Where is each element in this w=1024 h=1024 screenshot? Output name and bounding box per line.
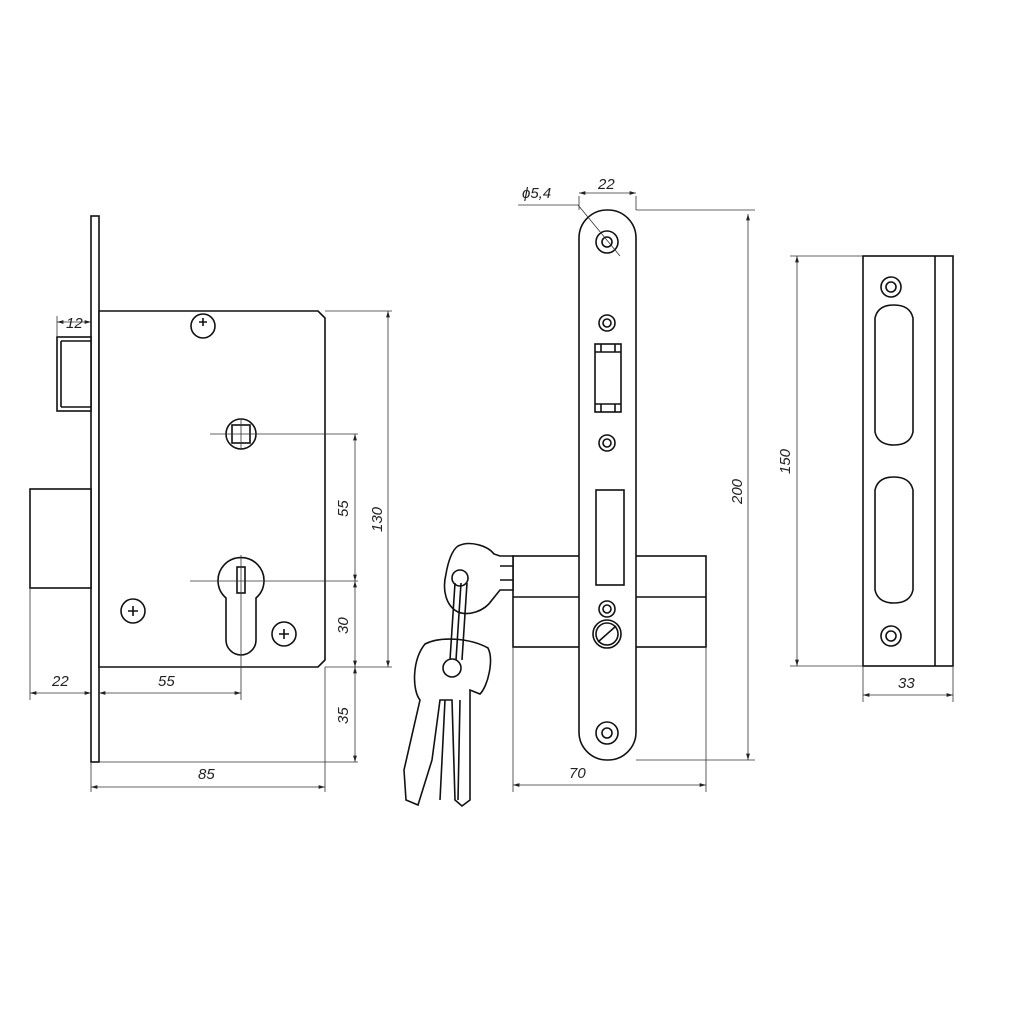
screw-icon [190, 313, 216, 339]
mount-hole [880, 276, 902, 298]
dim-backset: 55 [158, 673, 175, 690]
latch [56, 336, 92, 412]
strike-plate: 150 33 [777, 255, 954, 702]
dim-faceplate-width: 22 [597, 176, 615, 193]
keys-icon [403, 542, 514, 808]
dim-latch-projection: 12 [66, 315, 83, 332]
screw-icon [271, 621, 297, 647]
strike-slot-lower [874, 476, 914, 604]
faceplate-front [578, 209, 637, 761]
front-view: ϕ5,4 22 200 70 [403, 176, 755, 808]
dim-cylinder-to-bottom: 30 [335, 617, 352, 634]
slotted-screw-icon [592, 619, 622, 649]
side-view: 12 22 55 85 55 130 30 35 [29, 215, 392, 792]
dim-body-height: 130 [369, 506, 386, 532]
strike-slot-upper [874, 304, 914, 446]
deadbolt [29, 488, 92, 589]
mount-hole [595, 230, 619, 254]
faceplate-side [90, 215, 100, 763]
latch-slot [594, 343, 622, 413]
lock-body [98, 310, 326, 668]
mount-hole [598, 600, 616, 618]
mount-hole [598, 314, 616, 332]
dim-spindle-to-cylinder: 55 [335, 500, 352, 517]
dim-body-depth: 85 [198, 766, 215, 783]
dim-hole-diameter: ϕ5,4 [522, 185, 551, 202]
mount-hole [595, 721, 619, 745]
dim-bolt-projection: 22 [51, 673, 69, 690]
screw-icon [120, 598, 146, 624]
mount-hole [598, 434, 616, 452]
bolt-slot [595, 489, 625, 586]
dim-cylinder-length: 70 [569, 765, 586, 782]
dim-strike-height: 150 [777, 448, 794, 474]
dim-strike-width: 33 [898, 675, 915, 692]
mount-hole [880, 625, 902, 647]
dim-bottom-offset: 35 [335, 707, 352, 724]
dim-faceplate-height: 200 [729, 478, 746, 505]
